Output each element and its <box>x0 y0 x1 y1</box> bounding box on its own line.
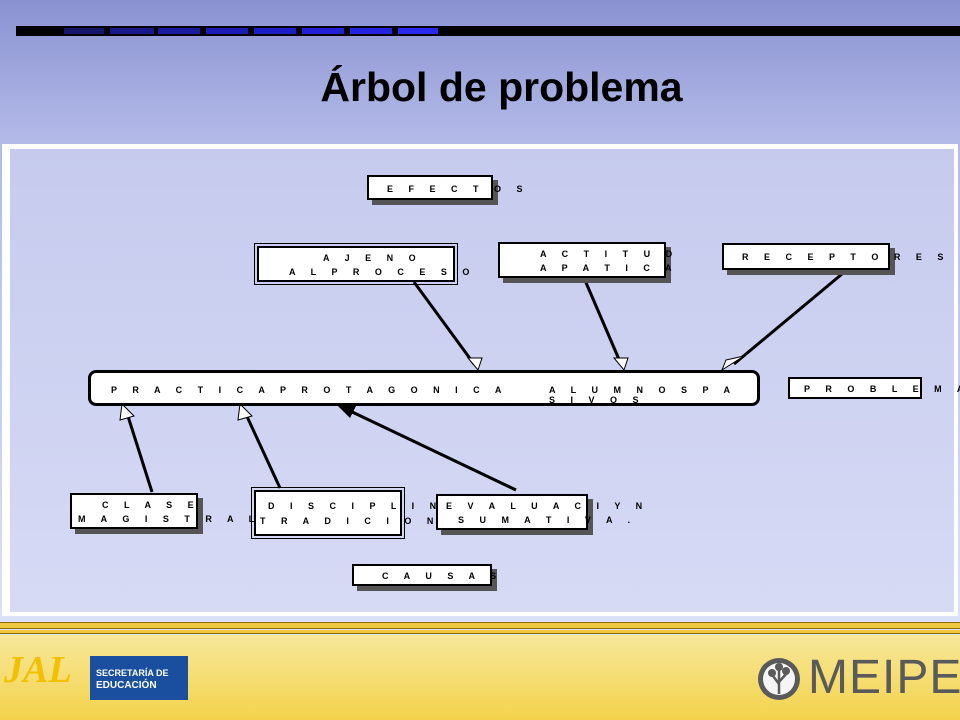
causas-label: C A U S A S <box>382 571 503 581</box>
ajeno-label-1: A J E N O <box>323 253 423 263</box>
clase-box: C L A S E M A G I S T R A L <box>70 493 254 529</box>
arrow-evaluacion <box>347 408 517 492</box>
arrowhead <box>612 357 629 372</box>
disciplina-label-2: T R A D I C I O N A L <box>260 516 483 526</box>
footer-rule <box>0 630 960 634</box>
arrow-receptores <box>733 272 843 366</box>
problema-box: P R O B L E M A <box>788 377 960 399</box>
rule-segment <box>302 28 344 34</box>
rule-segment <box>350 28 392 34</box>
arrow-ajeno <box>412 281 476 365</box>
arrow-disciplina <box>242 409 282 489</box>
secretaria-logo: SECRETARÍA DE EDUCACIÓN <box>90 656 188 700</box>
secretaria-label-2: EDUCACIÓN <box>96 680 157 691</box>
arrowhead <box>237 402 253 421</box>
problema-label: P R O B L E M A <box>804 384 960 394</box>
secretaria-label-1: SECRETARÍA DE <box>96 668 169 678</box>
ajeno-label-2: A L P R O C E S O <box>289 267 476 277</box>
rule-segment <box>110 28 154 34</box>
causas-box: C A U S A S <box>352 564 496 586</box>
meipe-tree-icon <box>758 658 800 700</box>
page-title: Árbol de problema <box>320 64 683 110</box>
rule-segment <box>206 28 248 34</box>
main-left-label: P R A C T I C A P R O T A G O N I C A <box>111 385 508 395</box>
arrowhead <box>119 402 135 421</box>
arrow-clase <box>124 409 154 493</box>
main-right-label: A L U M N O S P A S I V O S <box>549 385 737 405</box>
receptores-label: R E C E P T O R E S <box>742 252 950 262</box>
efectos-label: E F E C T O S <box>387 184 530 194</box>
disciplina-label-1: D I S C I P L I N A <box>268 501 465 511</box>
clase-label-2: M A G I S T R A L <box>78 514 261 524</box>
clase-label-1: C L A S E <box>102 500 201 510</box>
actitud-label-1: A C T I T U D <box>540 249 679 259</box>
arrowhead <box>336 404 356 418</box>
meipe-logo-text: MEIPE <box>808 651 960 704</box>
arrow-actitud <box>582 277 623 365</box>
receptores-box: R E C E P T O R E S <box>722 243 943 270</box>
rule-segment <box>158 28 200 34</box>
rule-segment <box>398 28 438 34</box>
evaluacion-box: E V A L U A C I Y N S U M A T I V A . <box>436 494 642 530</box>
actitud-box: A C T I T U D A P A T I C A <box>498 242 672 278</box>
efectos-box: E F E C T O S <box>367 175 523 200</box>
rule-segment <box>254 28 296 34</box>
ajeno-box: A J E N O A L P R O C E S O <box>254 243 469 285</box>
footer-rule <box>0 622 960 629</box>
evaluacion-label-1: E V A L U A C I Y N <box>446 501 649 511</box>
rule-segment <box>64 28 104 34</box>
problem-box: P R A C T I C A P R O T A G O N I C A A … <box>88 370 760 406</box>
evaluacion-label-2: S U M A T I V A . <box>458 515 637 525</box>
title-bar-rule <box>16 26 960 36</box>
arrowhead <box>466 357 483 372</box>
arrowhead <box>720 355 745 372</box>
jalisco-logo: JAL <box>4 649 72 691</box>
disciplina-box: D I S C I P L I N A T R A D I C I O N A … <box>251 487 476 539</box>
actitud-label-2: A P A T I C A <box>540 263 679 273</box>
